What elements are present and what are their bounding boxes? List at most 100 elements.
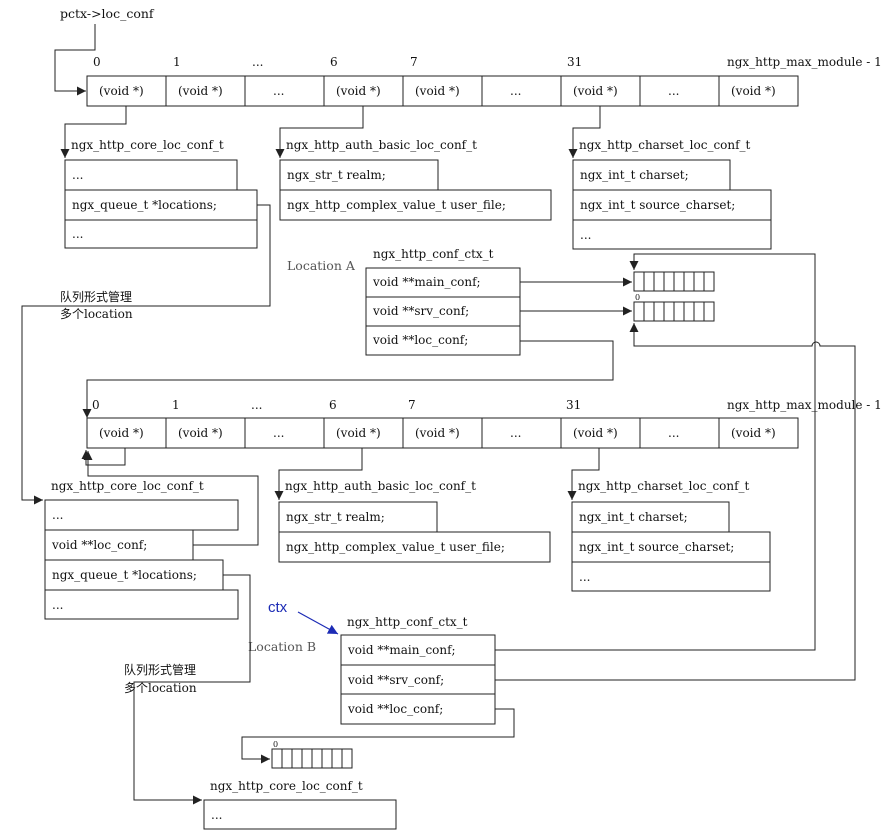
mini-array-cell — [321, 748, 333, 769]
charset-loc-conf-a: ngx_http_charset_loc_conf_t ngx_int_t ch… — [572, 138, 772, 250]
main-conf-b-shared-arrow — [495, 253, 816, 651]
struct-row-text: ... — [72, 227, 83, 241]
queue-note-a-line2: 多个location — [60, 307, 133, 321]
struct-row-text: ngx_str_t realm; — [287, 168, 386, 182]
charset-loc-conf-b: ngx_http_charset_loc_conf_t ngx_int_t ch… — [571, 479, 771, 592]
queue-note-b-line1: 队列形式管理 — [124, 662, 196, 677]
struct-row-text: ngx_queue_t *locations; — [52, 568, 197, 582]
struct-row-text: ... — [52, 508, 63, 522]
mini-array-cell — [643, 301, 655, 322]
mini-array-cell — [703, 301, 715, 322]
array-cell-text: ... — [273, 426, 284, 440]
mini-array-zero: 0 — [635, 293, 640, 302]
array-cell-text: (void *) — [178, 426, 223, 440]
array-cell — [718, 417, 799, 449]
loc-conf-array-b: 0 — [271, 740, 353, 769]
mini-array-cell — [341, 748, 353, 769]
struct-row-text: ... — [580, 228, 591, 242]
array-index-1: 1 — [172, 398, 180, 412]
mini-array-cell — [643, 271, 655, 292]
struct-row — [64, 219, 258, 249]
array-cell — [86, 75, 167, 107]
pctx-label: pctx->loc_conf — [60, 6, 155, 21]
slot31-to-charset-b-arrow — [567, 448, 600, 500]
struct-row — [572, 219, 772, 250]
array-cell-text: ... — [510, 84, 521, 98]
array-index-1: 1 — [173, 55, 181, 69]
mini-array-cell — [271, 748, 283, 769]
struct-row-text: ngx_queue_t *locations; — [72, 198, 217, 212]
struct-row-text: ... — [211, 808, 222, 822]
struct-row-text: ngx_http_complex_value_t user_file; — [286, 540, 505, 554]
array-index-31: 31 — [566, 398, 581, 412]
struct-row-text: ... — [52, 598, 63, 612]
mini-array-cell — [291, 748, 303, 769]
array-cell-text: ... — [668, 84, 679, 98]
array-index-31: 31 — [567, 55, 582, 69]
struct-row — [278, 531, 551, 563]
array-cell — [165, 75, 246, 107]
struct-row — [572, 159, 731, 191]
auth-basic-a-title: ngx_http_auth_basic_loc_conf_t — [286, 138, 477, 152]
mini-array-cell — [653, 271, 665, 292]
struct-row-text: ngx_str_t realm; — [286, 510, 385, 524]
struct-row — [44, 589, 239, 620]
struct-row — [365, 267, 521, 298]
struct-row-text: ngx_int_t source_charset; — [580, 198, 735, 212]
mini-array-cell — [663, 301, 675, 322]
array-cell-text: (void *) — [336, 426, 381, 440]
mini-array-cell — [331, 748, 343, 769]
struct-row — [340, 634, 496, 666]
slot6-to-auth-b-arrow — [274, 448, 363, 500]
core-loc-conf-c: ngx_http_core_loc_conf_t ... — [203, 779, 397, 830]
struct-row-text: void **loc_conf; — [51, 538, 147, 552]
mini-array-cell — [301, 748, 313, 769]
charset-b-title: ngx_http_charset_loc_conf_t — [578, 479, 750, 493]
location-b-label: Location B — [248, 639, 316, 654]
module-array-top: 0 1 ... 6 7 31 ngx_http_max_module - 1 (… — [86, 55, 882, 107]
conf-ctx-a-title: ngx_http_conf_ctx_t — [373, 247, 494, 261]
array-cell-text: (void *) — [415, 84, 460, 98]
mini-array-cell — [683, 271, 695, 292]
srv-conf-b-shared-arrow — [495, 323, 856, 681]
struct-row — [64, 159, 238, 191]
queue-note-b-line2: 多个location — [124, 681, 197, 695]
array-index-7: 7 — [410, 55, 418, 69]
mini-array-cell — [673, 271, 685, 292]
struct-row-text: void **loc_conf; — [372, 333, 468, 347]
array-index-0: 0 — [93, 55, 101, 69]
struct-row — [203, 799, 397, 830]
struct-row — [571, 531, 771, 563]
array-cell — [244, 417, 325, 449]
struct-row-text: ... — [579, 570, 590, 584]
array-cell-text: (void *) — [731, 426, 776, 440]
array-index-ellipsis: ... — [251, 398, 262, 412]
slot0-to-core-b-arrow — [81, 448, 126, 466]
struct-row — [44, 529, 194, 561]
srv-conf-array-a: 0 — [633, 293, 715, 322]
array-cell-text: (void *) — [415, 426, 460, 440]
mini-array-cell — [693, 301, 705, 322]
struct-row — [279, 189, 552, 221]
mini-array-zero: 0 — [273, 740, 278, 749]
charset-a-title: ngx_http_charset_loc_conf_t — [579, 138, 751, 152]
auth-basic-loc-conf-b: ngx_http_auth_basic_loc_conf_t ngx_str_t… — [278, 479, 551, 563]
array-cell-text: (void *) — [178, 84, 223, 98]
array-index-6: 6 — [329, 398, 337, 412]
array-cell-text: ... — [668, 426, 679, 440]
array-cell — [718, 75, 799, 107]
slot31-to-charset-a-arrow — [568, 106, 601, 158]
array-cell — [481, 75, 562, 107]
struct-row-text: ... — [72, 168, 83, 182]
array-cell-text: (void *) — [99, 426, 144, 440]
array-index-7: 7 — [408, 398, 416, 412]
location-a-label: Location A — [287, 258, 356, 273]
struct-row — [278, 501, 438, 533]
array-cell-text: (void *) — [99, 84, 144, 98]
struct-row — [571, 561, 771, 592]
auth-basic-b-title: ngx_http_auth_basic_loc_conf_t — [285, 479, 476, 493]
struct-row-text: ngx_http_complex_value_t user_file; — [287, 198, 506, 212]
conf-ctx-b: ngx_http_conf_ctx_t void **main_conf; vo… — [340, 615, 496, 725]
array-index-max: ngx_http_max_module - 1 — [727, 398, 882, 412]
